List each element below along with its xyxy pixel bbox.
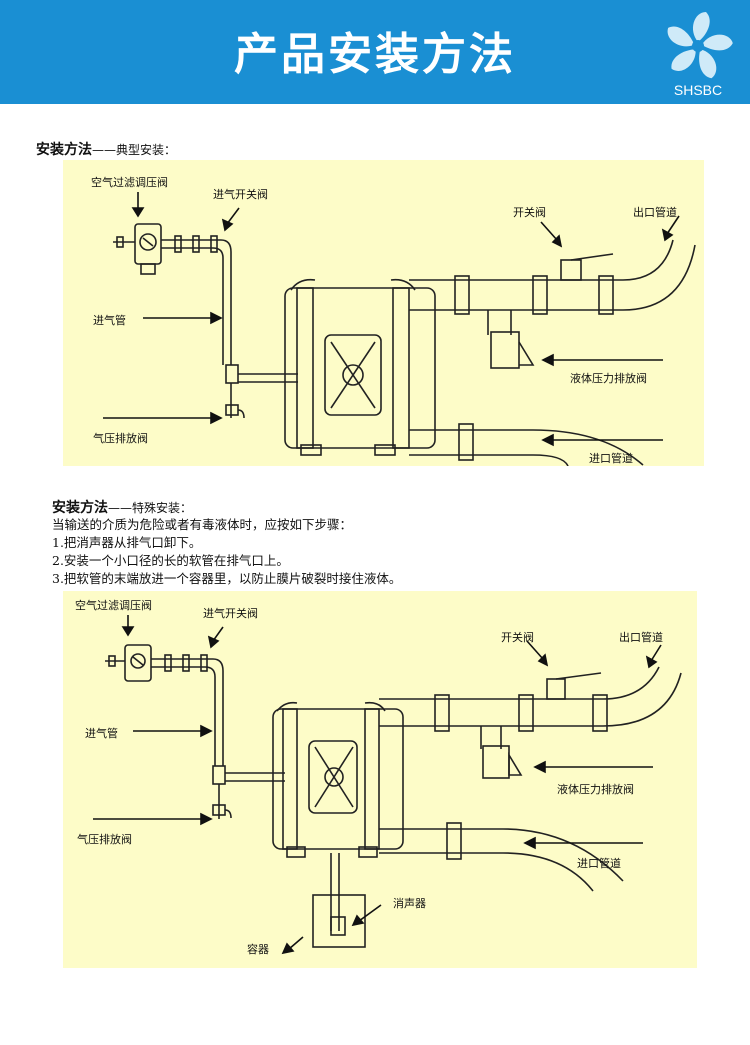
diagram-typical-install: 空气过滤调压阀 进气开关阀 进气管 气压排放阀 开关阀 出口管道 液体压力排放阀… [63, 160, 704, 466]
section2-heading: 安装方法——特殊安装： [52, 497, 192, 517]
filter-body [134, 223, 162, 265]
header-banner: 产品安装方法 SHSBC [0, 0, 750, 104]
label-air-pipe: 进气管 [93, 314, 126, 327]
label-switch-valve: 开关阀 [513, 206, 546, 219]
label-outlet-pipe: 出口管道 [633, 206, 677, 219]
section1-title: 安装方法 [36, 142, 92, 158]
diagram-special-install: 空气过滤调压阀 进气开关阀 进气管 气压排放阀 开关阀 出口管道 液体压力排放阀… [63, 591, 697, 968]
page-title: 产品安装方法 [234, 29, 516, 80]
section2-title: 安装方法 [52, 500, 108, 516]
logo-text: SHSBC [673, 82, 723, 98]
pinwheel-logo-icon [667, 12, 733, 79]
label-switch-valve: 开关阀 [501, 631, 534, 644]
label-outlet-pipe: 出口管道 [619, 631, 663, 644]
label-liquid-release: 液体压力排放阀 [557, 783, 634, 796]
label-air-filter: 空气过滤调压阀 [91, 176, 168, 189]
label-inlet-pipe: 进口管道 [577, 857, 621, 870]
label-inlet-valve: 进气开关阀 [203, 607, 258, 620]
label-air-filter: 空气过滤调压阀 [75, 599, 152, 612]
install-steps: 当输送的介质为危险或者有毒液体时，应按如下步骤： 1.把消声器从排气口卸下。 2… [52, 516, 401, 588]
label-inlet-valve: 进气开关阀 [213, 188, 268, 201]
step-item: 1.把消声器从排气口卸下。 [52, 535, 202, 550]
label-air-release: 气压排放阀 [93, 432, 148, 445]
label-air-pipe: 进气管 [85, 727, 118, 740]
section1-subtitle: ——典型安装： [92, 143, 177, 157]
section2-subtitle: ——特殊安装： [108, 501, 193, 515]
label-air-release: 气压排放阀 [77, 833, 132, 846]
step-item: 3.把软管的末端放进一个容器里，以防止膜片破裂时接住液体。 [52, 571, 402, 586]
label-muffler: 消声器 [393, 897, 426, 910]
step-item: 2.安装一个小口径的长的软管在排气口上。 [52, 553, 289, 568]
section1-heading: 安装方法——典型安装： [36, 139, 176, 159]
pump-diagram-1 [103, 192, 696, 466]
label-container: 容器 [247, 943, 269, 956]
shsbc-logo: SHSBC [658, 6, 738, 102]
container-box [312, 894, 366, 948]
label-liquid-release: 液体压力排放阀 [570, 372, 647, 385]
label-inlet-pipe: 进口管道 [589, 452, 633, 465]
steps-intro: 当输送的介质为危险或者有毒液体时，应按如下步骤： [52, 517, 353, 532]
pump-diagram-2 [93, 615, 682, 955]
